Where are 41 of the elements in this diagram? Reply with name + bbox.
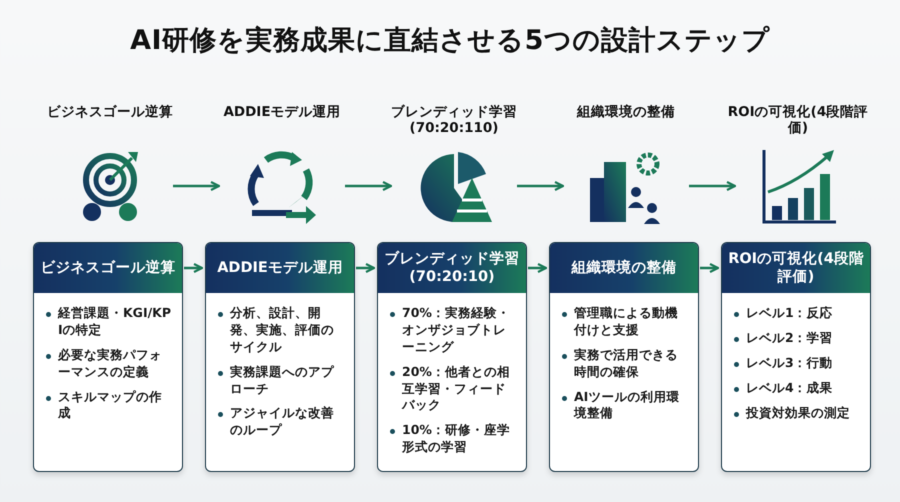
bullet-item: スキルマップの作成	[46, 388, 174, 422]
arrow	[700, 262, 720, 274]
step-heading: ADDIEモデル運用	[223, 104, 341, 122]
bullet-item: レベル2：学習	[734, 330, 862, 347]
bullet-item: 10%：研修・座学形式の学習	[390, 422, 518, 456]
card-header: 組織環境の整備	[550, 243, 698, 293]
arrow	[517, 180, 564, 192]
arrow	[184, 262, 204, 274]
step-card	[721, 242, 871, 472]
arrow	[173, 180, 220, 192]
arrow	[356, 262, 376, 274]
card-header: ADDIEモデル運用	[206, 243, 354, 293]
step-heading: 組織環境の整備	[577, 104, 675, 122]
bullet-item: 実務で活用できる時間の確保	[562, 346, 690, 380]
card-header: ROIの可視化(4段階評価)	[722, 243, 870, 293]
bullet-item: アジャイルな改善のループ	[218, 405, 346, 440]
arrow	[528, 262, 548, 274]
arrow	[345, 180, 392, 192]
bullet-item: 実務課題へのアプローチ	[218, 364, 346, 398]
bullet-item: 管理職による動機付けと支援	[562, 305, 690, 339]
bullet-item: 投資対効果の測定	[734, 404, 862, 422]
bullet-item: 分析、設計、開発、実施、評価のサイクル	[218, 305, 346, 356]
step-card	[377, 242, 527, 472]
step-card	[33, 242, 183, 472]
step-heading: ブレンディッド学習(70:20:110)	[390, 104, 518, 138]
bullet-item: 70%：実務経験・オンザジョブトレーニング	[390, 305, 518, 356]
card-header: ブレンディッド学習(70:20:10)	[378, 243, 526, 293]
bullet-item: 必要な実務パフォーマンスの定義	[46, 346, 174, 380]
bullet-item: AIツールの利用環境整備	[562, 388, 690, 422]
bullet-item: レベル4：成果	[734, 380, 862, 396]
arrow	[689, 180, 736, 192]
diagram-title: AI研修を実務成果に直結させる5つの設計ステップ	[130, 24, 770, 58]
bullet-item: 20%：他者との相互学習・フィードバック	[390, 364, 518, 414]
bullet-item: レベル3：行動	[734, 354, 862, 372]
step-heading: ビジネスゴール逆算	[47, 104, 173, 122]
bullet-item: レベル1：反応	[734, 305, 862, 322]
card-header: ビジネスゴール逆算	[34, 243, 182, 293]
bullet-item: 経営課題・KGI/KPIの特定	[46, 305, 174, 339]
step-card	[549, 242, 699, 472]
step-card	[205, 242, 355, 472]
step-heading: ROIの可視化(4段階評価)	[726, 104, 870, 138]
